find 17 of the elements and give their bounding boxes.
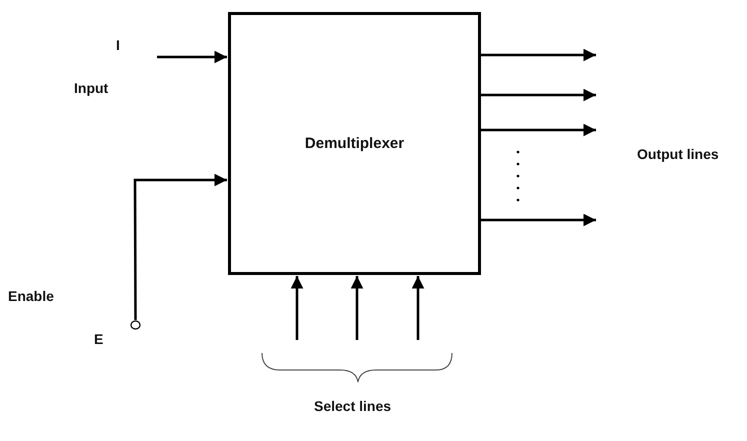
arrow [481,48,596,62]
arrow [481,124,596,136]
select-label: Select lines [314,398,392,414]
arrow [481,88,596,102]
block-box [228,12,481,275]
input-label: I [116,37,120,53]
arrow [350,276,364,340]
block-title: Demultiplexer [304,135,404,152]
output-label: Output lines [637,146,719,162]
enable-label: E [94,331,104,347]
enable-label: Enable [8,288,54,304]
arrow [481,214,596,226]
arrow [157,50,227,64]
arrow [134,174,227,320]
arrow [412,276,424,340]
arrow [290,276,304,340]
input-label: Input [74,80,108,96]
